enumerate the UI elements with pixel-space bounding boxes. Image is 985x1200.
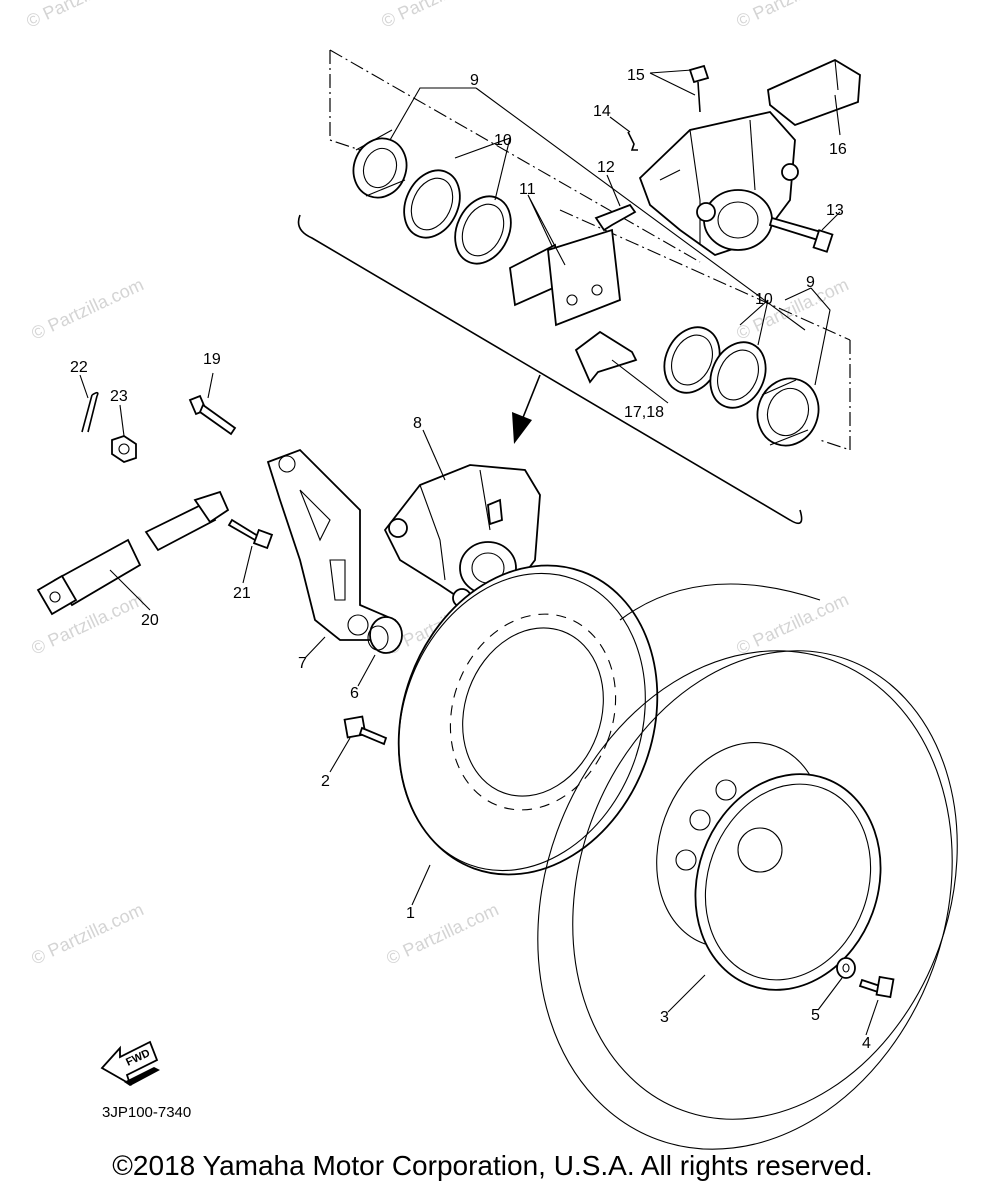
watermark: © Partzilla.com — [28, 899, 146, 968]
retaining-pin — [627, 131, 638, 151]
cotter-pin — [81, 391, 99, 433]
brake-pads — [509, 228, 621, 327]
watermark: © Partzilla.com — [378, 0, 496, 32]
bleed-screw — [688, 64, 710, 113]
piston-upper — [352, 129, 408, 199]
callout-11: 11 — [519, 181, 536, 198]
bolt-19 — [188, 394, 237, 436]
callout-22: 22 — [70, 359, 88, 376]
piston-seals-upper — [403, 169, 512, 265]
callout-12: 12 — [597, 159, 615, 176]
torque-rod — [36, 490, 230, 616]
bolt-4 — [858, 975, 895, 999]
callout-8: 8 — [413, 415, 422, 432]
copyright-notice: ©2018 Yamaha Motor Corporation, U.S.A. A… — [112, 1150, 873, 1181]
callout-1: 1 — [406, 905, 415, 922]
callout-3: 3 — [660, 1009, 669, 1026]
watermark: © Partzilla.com — [23, 0, 141, 32]
nut — [111, 435, 137, 463]
watermark: © Partzilla.com — [28, 274, 146, 343]
callouts: 1 2 3 4 5 6 7 8 9 9 10 10 11 12 13 14 15… — [70, 67, 871, 1052]
callout-16: 16 — [829, 141, 847, 158]
caliper-bracket — [266, 448, 397, 641]
callout-10-upper: 10 — [494, 132, 512, 149]
pad-spring — [574, 330, 638, 384]
caliper-exploded — [638, 111, 799, 256]
watermark: © Partzilla.com — [733, 589, 851, 658]
caliper-bolt — [768, 216, 834, 253]
piston-lower — [756, 377, 820, 447]
wheel — [537, 583, 958, 1150]
callout-6: 6 — [350, 685, 359, 702]
watermark: © Partzilla.com — [733, 0, 851, 32]
callout-21: 21 — [233, 585, 251, 602]
callout-10-lower: 10 — [755, 291, 773, 308]
callout-13: 13 — [826, 202, 844, 219]
pad-clip — [594, 203, 637, 232]
watermark: © Partzilla.com — [383, 899, 501, 968]
bolt-2 — [343, 715, 388, 746]
callout-2: 2 — [321, 773, 330, 790]
callout-15: 15 — [627, 67, 645, 84]
callout-7: 7 — [298, 655, 307, 672]
callout-14: 14 — [593, 103, 611, 120]
callout-20: 20 — [141, 612, 159, 629]
callout-17-18: 17,18 — [624, 404, 664, 421]
callout-9-upper: 9 — [470, 72, 479, 89]
bolt-21 — [227, 518, 274, 550]
forward-arrow-icon: FWD — [100, 1040, 160, 1086]
callout-23: 23 — [110, 388, 128, 405]
collar — [367, 616, 403, 654]
washer — [836, 957, 856, 979]
hub-plate — [694, 773, 882, 991]
brake-disc — [397, 564, 659, 876]
leader-lines — [79, 69, 879, 1036]
piston-seals-lower — [663, 326, 767, 409]
caliper-cover — [767, 58, 861, 127]
diagram-code: 3JP100-7340 — [102, 1104, 191, 1121]
callout-5: 5 — [811, 1007, 820, 1024]
callout-4: 4 — [862, 1035, 871, 1052]
callout-19: 19 — [203, 351, 221, 368]
callout-9-lower: 9 — [806, 274, 815, 291]
